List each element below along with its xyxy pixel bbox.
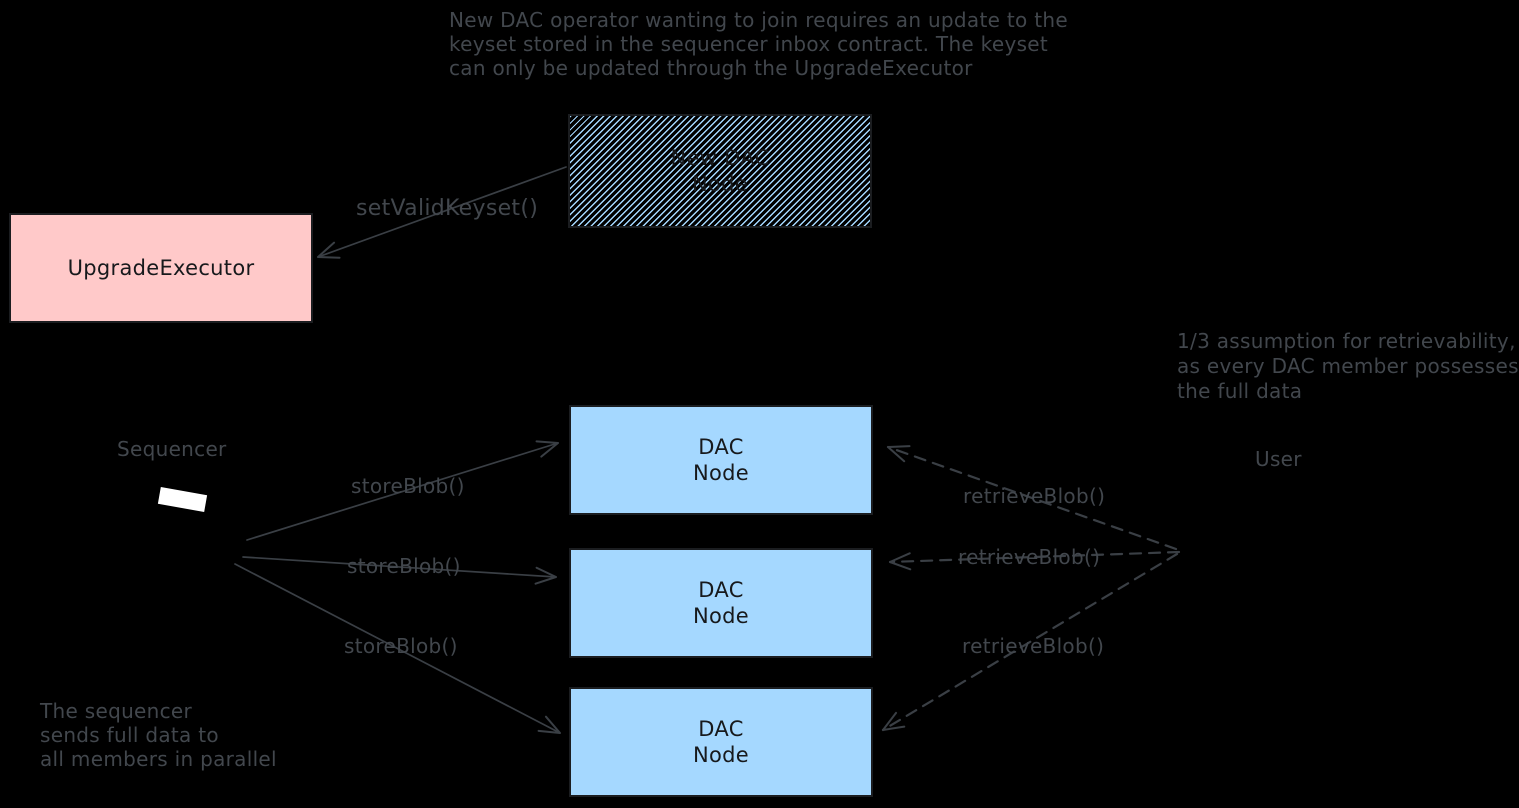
new-dac-node-label: New DAC Node (670, 146, 770, 196)
store-blob-arrow-1 (246, 440, 559, 541)
dac-node-label-2: DAC Node (692, 578, 749, 628)
store-blob-arrow-2 (242, 556, 557, 585)
dac-node-box-2: DAC Node (569, 548, 873, 658)
upgrade-executor-box: UpgradeExecutor (9, 213, 313, 323)
store-blob-label-2: storeBlob() (347, 554, 461, 578)
dac-node-label-3: DAC Node (692, 717, 749, 767)
dac-node-box-1: DAC Node (569, 405, 873, 515)
retrieve-blob-label-3: retrieveBlob() (962, 634, 1105, 658)
retrieve-blob-arrow-2 (888, 550, 1181, 571)
sequencer-parallel-note: The sequencer sends full data to all mem… (40, 699, 277, 771)
dac-node-label-1: DAC Node (692, 435, 749, 485)
upgrade-executor-label: UpgradeExecutor (67, 256, 255, 280)
retrieve-blob-arrow-1 (886, 445, 1178, 551)
retrieve-blob-label-2: retrieveBlob() (958, 545, 1101, 569)
new-dac-node-box: New DAC Node (568, 114, 872, 228)
store-blob-label-1: storeBlob() (351, 474, 465, 498)
store-blob-arrow-3 (234, 563, 561, 734)
sequencer-label: Sequencer (117, 437, 227, 461)
store-blob-label-3: storeBlob() (344, 634, 458, 658)
retrievability-note: 1/3 assumption for retrievability, as ev… (1177, 329, 1519, 403)
user-label: User (1255, 447, 1302, 471)
set-valid-keyset-label: setValidKeyset() (356, 196, 539, 221)
top-note: New DAC operator wanting to join require… (449, 8, 1068, 80)
retrieve-blob-label-1: retrieveBlob() (963, 484, 1106, 508)
retrieve-blob-arrow-3 (881, 552, 1179, 732)
set-valid-keyset-arrow (317, 166, 567, 259)
dac-node-box-3: DAC Node (569, 687, 873, 797)
